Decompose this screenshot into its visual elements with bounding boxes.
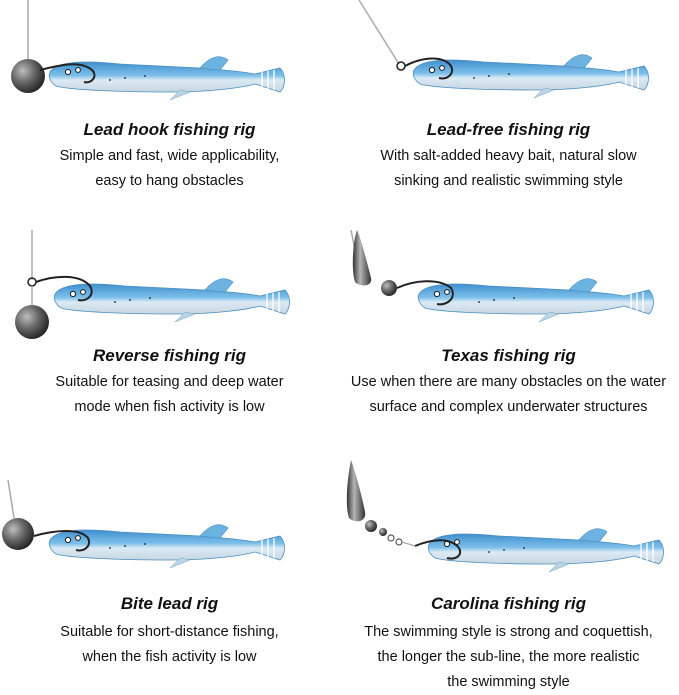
rig-title: Lead-free fishing rig: [426, 120, 591, 139]
rig-description: With salt-added heavy bait, natural slow…: [380, 148, 637, 189]
rig-description: Simple and fast, wide applicability, eas…: [59, 148, 280, 189]
rig-card-carolina: Carolina fishing rig The swimming style …: [339, 460, 678, 690]
bullet-weight-icon: [346, 460, 366, 522]
rig-card-lead-hook: Lead hook fishing rig Simple and fast, w…: [0, 0, 339, 230]
rig-title: Lead hook fishing rig: [83, 120, 256, 139]
rig-card-texas: Texas fishing rig Use when there are man…: [339, 230, 678, 460]
rig-title: Carolina fishing rig: [431, 594, 586, 613]
bead-icon: [379, 528, 387, 536]
reverse-rig-illustration: [15, 230, 291, 339]
carolina-rig-illustration: [346, 460, 665, 573]
rig-card-reverse: Reverse fishing rig Suitable for teasing…: [0, 230, 339, 460]
rig-card-lead-free: Lead-free fishing rig With salt-added he…: [339, 0, 678, 230]
bead-icon: [381, 280, 397, 296]
lead-weight-icon: [11, 59, 45, 93]
bead-icon: [365, 520, 377, 532]
texas-rig-illustration: [350, 230, 655, 323]
rig-title: Bite lead rig: [120, 594, 219, 613]
rig-title: Reverse fishing rig: [92, 346, 247, 365]
rig-description: Suitable for teasing and deep water mode…: [55, 374, 284, 415]
lead-hook-rig-illustration: [11, 0, 286, 101]
rig-description: The swimming style is strong and coquett…: [364, 624, 653, 690]
lead-free-rig-illustration: [358, 0, 650, 99]
bite-lead-rig-illustration: [2, 479, 286, 569]
swivel-icon: [387, 534, 395, 542]
rig-description: Suitable for short-distance fishing, whe…: [60, 624, 279, 665]
swivel-icon: [395, 538, 403, 546]
rig-title: Texas fishing rig: [441, 346, 576, 365]
rig-card-bite-lead: Bite lead rig Suitable for short-distanc…: [0, 460, 339, 690]
lead-weight-icon: [15, 305, 49, 339]
lead-weight-icon: [2, 518, 34, 550]
rig-description: Use when there are many obstacles on the…: [350, 374, 667, 415]
bullet-weight-icon: [352, 230, 372, 286]
